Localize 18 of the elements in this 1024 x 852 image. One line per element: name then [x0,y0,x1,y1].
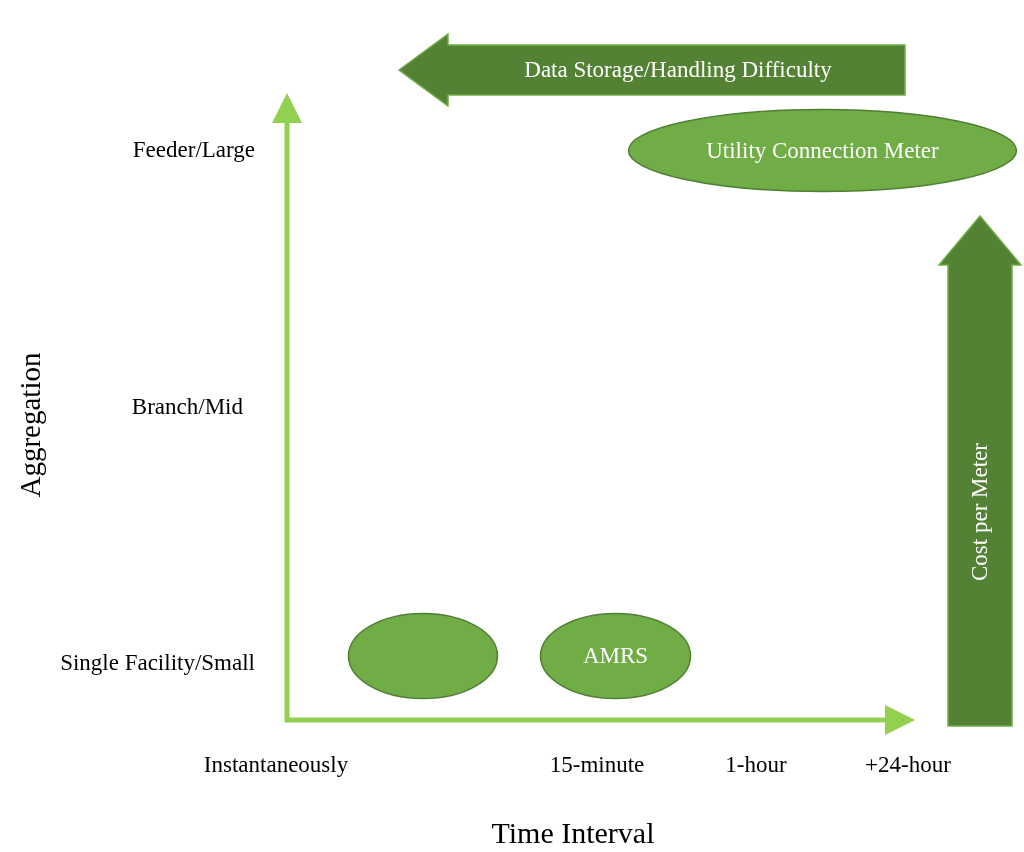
ellipse-node [627,108,1018,193]
axis-tick-label: Feeder/Large [132,137,255,163]
direction-arrow [938,215,1022,727]
axis-tick-label: +24-hour [865,752,951,778]
axis-tick-label: Branch/Mid [131,394,243,420]
axis-tick-label: 1-hour [725,752,787,778]
axis-tick-label: Instantaneously [203,752,349,778]
node-label: Utility Connection Meter [705,136,940,165]
node-label: AMRS [581,642,650,671]
ellipse-node [539,612,692,700]
axis-title: Time Interval [491,816,655,850]
axis-tick-label: Single Facility/Small [60,650,255,676]
node-label: Cost per Meter [966,442,994,581]
node-label: Data Storage/Handling Difficulty [523,56,833,85]
ellipse-node [347,612,499,700]
axis-tick-label: 15-minute [549,752,645,778]
direction-arrow [398,33,906,107]
axis-title: Aggregation [13,352,47,498]
